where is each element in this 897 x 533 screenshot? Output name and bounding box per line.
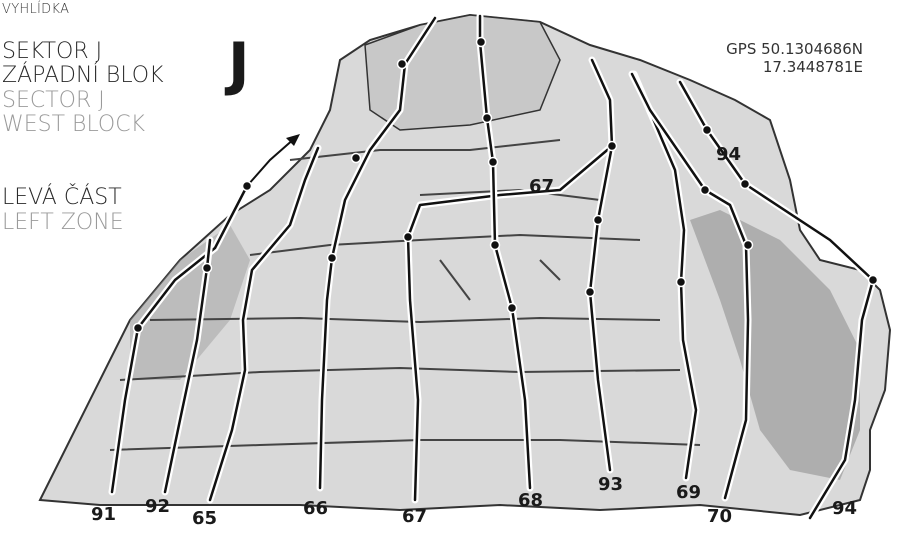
bolt-marker bbox=[586, 288, 595, 297]
bolt-marker bbox=[203, 264, 212, 273]
gps-line-2: 17.3448781E bbox=[726, 58, 863, 76]
bolt-marker bbox=[398, 60, 407, 69]
bolt-marker bbox=[477, 38, 486, 47]
bolt-marker bbox=[489, 158, 498, 167]
zone-title-cz: LEVÁ ČÁST bbox=[2, 186, 122, 210]
route-number-67-bottom: 67 bbox=[402, 506, 427, 527]
bolt-marker bbox=[134, 324, 143, 333]
viewpoint-label: VYHLÍDKA bbox=[2, 2, 69, 17]
bolt-marker bbox=[352, 154, 361, 163]
gps-line-1: GPS 50.1304686N bbox=[726, 40, 863, 58]
route-number-70: 70 bbox=[707, 506, 732, 527]
bolt-marker bbox=[677, 278, 686, 287]
route-number-69: 69 bbox=[676, 482, 701, 503]
sector-title-cz: SEKTOR J ZÁPADNÍ BLOK bbox=[2, 40, 164, 88]
route-number-68: 68 bbox=[518, 490, 543, 511]
sector-title-en-line1: SECTOR J bbox=[2, 89, 145, 113]
bolt-marker bbox=[703, 126, 712, 135]
route-number-66: 66 bbox=[303, 498, 328, 519]
bolt-marker bbox=[508, 304, 517, 313]
route-number-67-mid: 67 bbox=[529, 176, 554, 197]
zone-title-en: LEFT ZONE bbox=[2, 211, 124, 235]
sector-title-en: SECTOR J WEST BLOCK bbox=[2, 89, 145, 137]
bolt-marker bbox=[491, 241, 500, 250]
route-number-92: 92 bbox=[145, 496, 170, 517]
sector-title-en-line2: WEST BLOCK bbox=[2, 113, 145, 137]
bolt-marker bbox=[744, 241, 753, 250]
bolt-marker bbox=[404, 233, 413, 242]
bolt-marker bbox=[608, 142, 617, 151]
sector-title-cz-line1: SEKTOR J bbox=[2, 40, 164, 64]
route-number-91: 91 bbox=[91, 504, 116, 525]
bolt-marker bbox=[243, 182, 252, 191]
bolt-marker bbox=[869, 276, 878, 285]
sector-letter: J bbox=[228, 30, 250, 98]
route-number-94-top: 94 bbox=[716, 144, 741, 165]
bolt-marker bbox=[483, 114, 492, 123]
bolt-marker bbox=[594, 216, 603, 225]
sector-title-cz-line2: ZÁPADNÍ BLOK bbox=[2, 64, 164, 88]
gps-coordinates: GPS 50.1304686N 17.3448781E bbox=[726, 40, 863, 76]
bolt-marker bbox=[741, 180, 750, 189]
bolt-marker bbox=[328, 254, 337, 263]
route-number-94-bottom: 94 bbox=[832, 498, 857, 519]
bolt-marker bbox=[701, 186, 710, 195]
route-number-65: 65 bbox=[192, 508, 217, 529]
route-number-93: 93 bbox=[598, 474, 623, 495]
